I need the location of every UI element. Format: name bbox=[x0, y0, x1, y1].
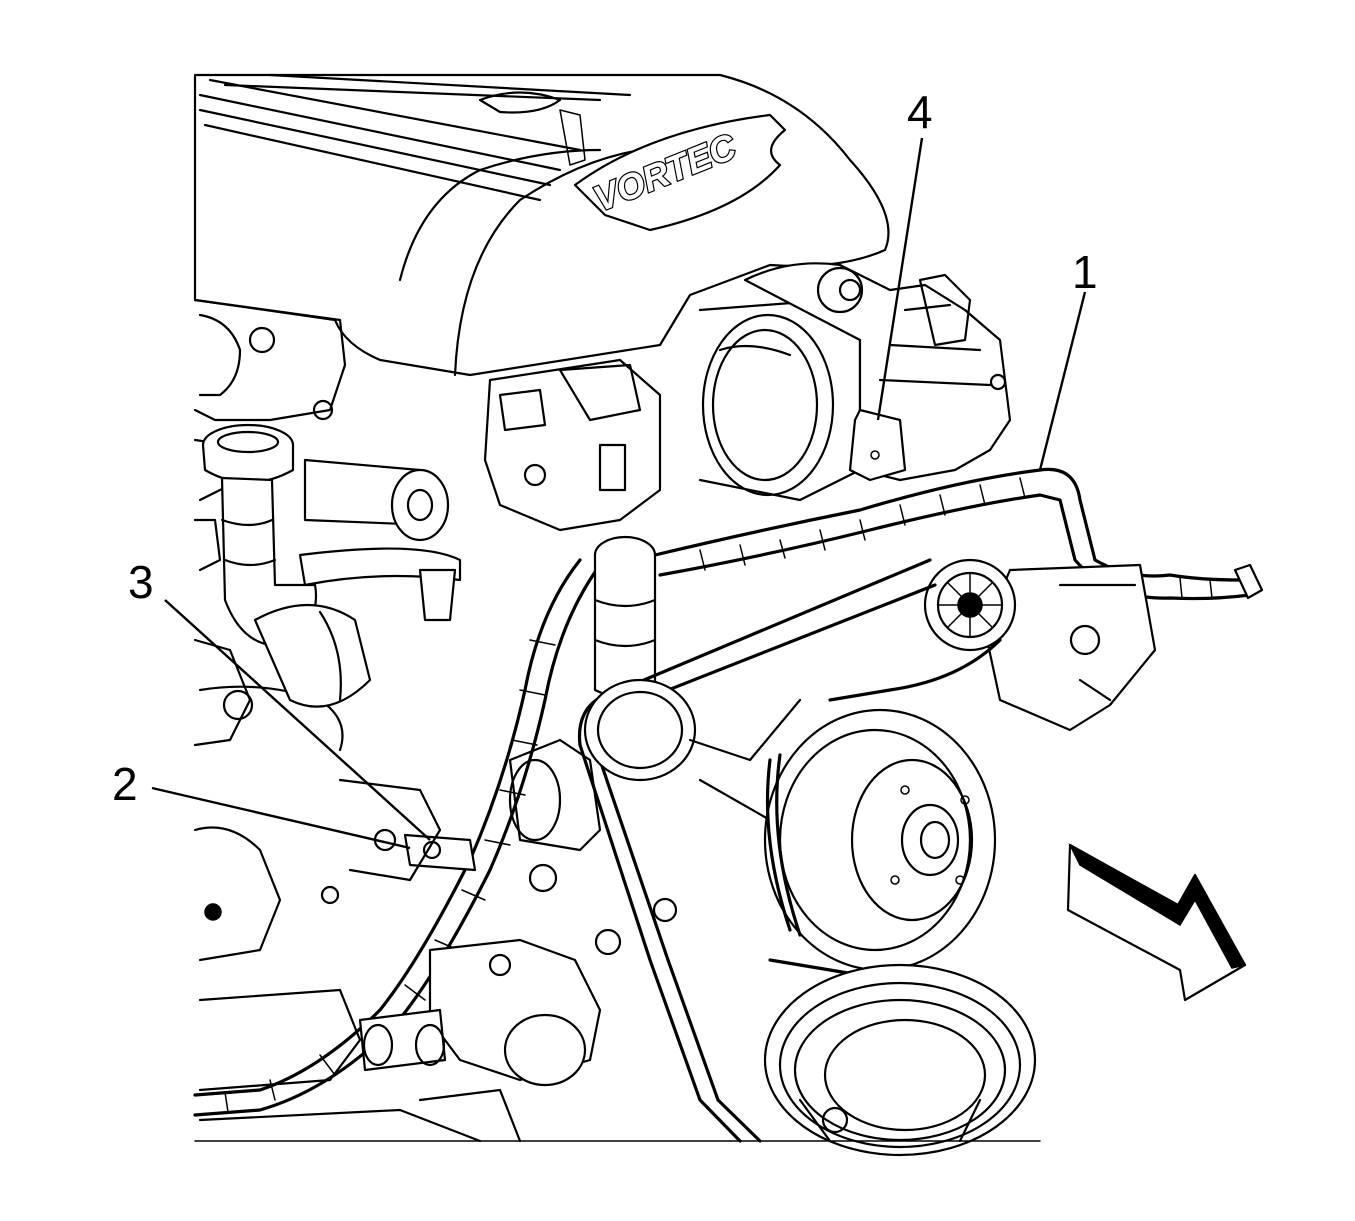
water-pump-pulley bbox=[763, 708, 997, 972]
forward-arrow-icon bbox=[1066, 843, 1247, 1002]
water-pump-body bbox=[193, 738, 602, 1143]
thermostat-housing bbox=[358, 863, 678, 1087]
callout-leader-1 bbox=[1038, 291, 1087, 471]
callout-3: 3 bbox=[128, 556, 154, 608]
belt-tensioner bbox=[923, 558, 1157, 732]
engine-cover: VORTEC bbox=[193, 73, 890, 377]
callout-leader-4 bbox=[876, 137, 924, 421]
oil-filler-tube bbox=[201, 423, 372, 708]
crankshaft-pulley bbox=[763, 963, 1037, 1157]
coolant-pipe bbox=[593, 535, 657, 699]
callout-2: 2 bbox=[112, 758, 138, 810]
throttle-body bbox=[483, 298, 862, 532]
callout-1: 1 bbox=[1072, 246, 1098, 298]
callout-leaders bbox=[151, 137, 1087, 850]
idler-pulley bbox=[583, 678, 802, 852]
callout-4: 4 bbox=[907, 86, 933, 138]
pcv-valve-assembly bbox=[298, 458, 462, 622]
rear-accessories bbox=[743, 262, 1012, 482]
callout-leader-2 bbox=[151, 786, 411, 850]
callout-leader-3 bbox=[164, 599, 431, 841]
